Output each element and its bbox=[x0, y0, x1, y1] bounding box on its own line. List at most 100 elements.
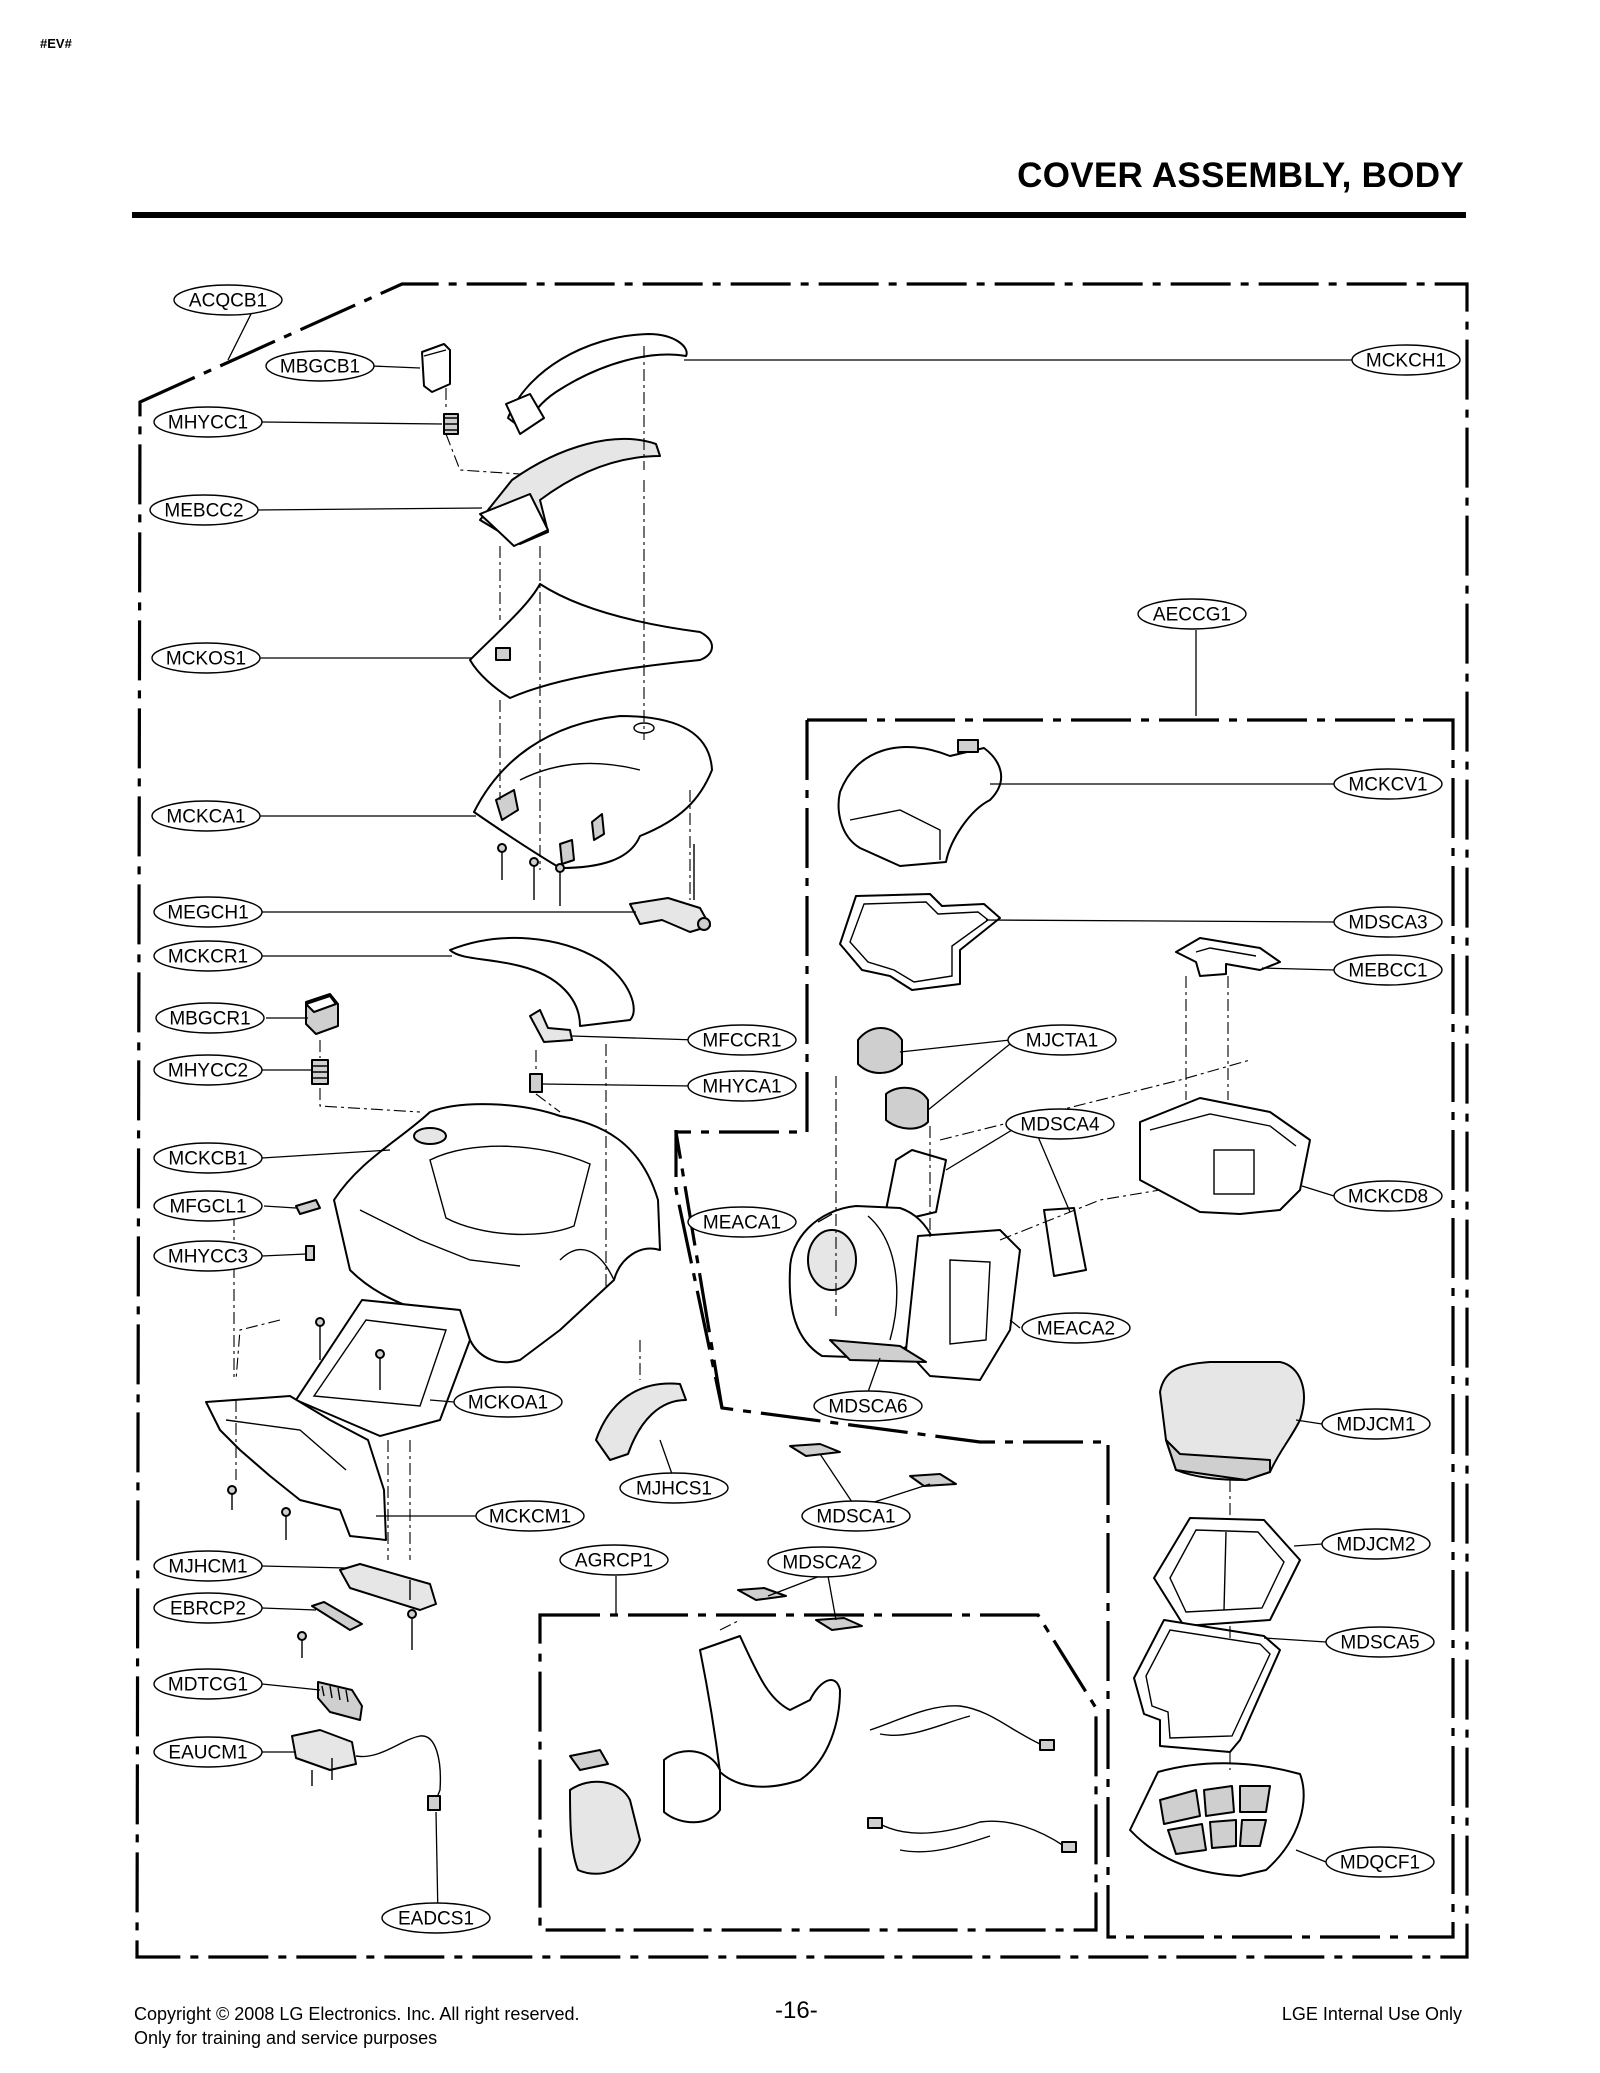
label-aeccg1: AECCG1 bbox=[1153, 605, 1231, 626]
label-mdjcm2: MDJCM2 bbox=[1336, 1535, 1415, 1556]
label-meaca2: MEACA2 bbox=[1037, 1319, 1115, 1340]
leader-lines bbox=[227, 299, 1352, 1919]
callout-mebcc1: MEBCC1 bbox=[1333, 954, 1443, 986]
label-eadcs1: EADCS1 bbox=[398, 1909, 474, 1930]
part-mhycc1 bbox=[443, 413, 459, 435]
label-mdsca1: MDSCA1 bbox=[816, 1507, 895, 1528]
callout-mebcc2: MEBCC2 bbox=[149, 494, 259, 526]
callout-eadcs1: EADCS1 bbox=[381, 1902, 491, 1934]
mdqcf1-grid bbox=[1159, 1785, 1271, 1855]
part-mdsca2 bbox=[737, 1587, 863, 1631]
part-mckcr1 bbox=[449, 937, 635, 1027]
training-note: Only for training and service purposes bbox=[134, 2028, 438, 2048]
label-mfgcl1: MFGCL1 bbox=[169, 1197, 246, 1218]
label-meaca1: MEACA1 bbox=[703, 1213, 781, 1234]
callout-mckch1: MCKCH1 bbox=[1351, 344, 1461, 376]
callout-mdqcf1: MDQCF1 bbox=[1325, 1846, 1435, 1878]
label-ebrcp2: EBRCP2 bbox=[170, 1599, 246, 1620]
label-mfccr1: MFCCR1 bbox=[702, 1031, 781, 1052]
usage-note: LGE Internal Use Only bbox=[1281, 2004, 1462, 2024]
callout-mckoa1: MCKOA1 bbox=[453, 1386, 563, 1418]
label-mckcr1: MCKCR1 bbox=[168, 947, 248, 968]
part-mebcc2 bbox=[479, 437, 661, 547]
part-mfccr1 bbox=[529, 1009, 573, 1043]
callout-mfccr1: MFCCR1 bbox=[687, 1024, 797, 1056]
callout-mhycc3: MHYCC3 bbox=[153, 1240, 263, 1272]
label-mebcc2: MEBCC2 bbox=[164, 501, 243, 522]
callout-mdsca3: MDSCA3 bbox=[1333, 906, 1443, 938]
part-mdsca3 bbox=[839, 893, 1001, 991]
label-mdtcg1: MDTCG1 bbox=[168, 1675, 248, 1696]
part-mjcta1 bbox=[857, 1027, 929, 1130]
part-mdsca4 bbox=[885, 1149, 1087, 1277]
part-agrcp1-wires bbox=[867, 1705, 1077, 1853]
label-mbgcb1: MBGCB1 bbox=[280, 357, 360, 378]
part-mdsca6 bbox=[829, 1339, 927, 1363]
part-meaca1 bbox=[788, 1205, 943, 1359]
part-mbgcb1 bbox=[421, 343, 451, 393]
callout-mckcv1: MCKCV1 bbox=[1333, 768, 1443, 800]
label-mckcd8: MCKCD8 bbox=[1348, 1187, 1428, 1208]
part-mjhcm1 bbox=[339, 1563, 437, 1611]
callout-ebrcp2: EBRCP2 bbox=[153, 1592, 263, 1624]
callout-mjhcm1: MJHCM1 bbox=[153, 1550, 263, 1582]
outer-assembly-boundary bbox=[135, 282, 1469, 1959]
callout-mdjcm2: MDJCM2 bbox=[1321, 1528, 1431, 1560]
label-mebcc1: MEBCC1 bbox=[1348, 961, 1427, 982]
label-mckcb1: MCKCB1 bbox=[168, 1149, 247, 1170]
part-agrcp1-grip bbox=[569, 1635, 841, 1875]
callout-mdsca4: MDSCA4 bbox=[1005, 1108, 1115, 1140]
label-mckoa1: MCKOA1 bbox=[468, 1393, 548, 1414]
part-mckcd8 bbox=[1139, 1097, 1311, 1215]
label-mdqcf1: MDQCF1 bbox=[1340, 1853, 1420, 1874]
callout-acqcb1: ACQCB1 bbox=[173, 284, 283, 316]
part-mfgcl1 bbox=[295, 1199, 321, 1215]
part-mebcc1 bbox=[1175, 937, 1281, 977]
label-mhycc3: MHYCC3 bbox=[168, 1247, 248, 1268]
part-mhycc2 bbox=[311, 1059, 329, 1085]
corner-tag: #EV# bbox=[40, 36, 72, 51]
part-mdqcf1 bbox=[1129, 1762, 1305, 1877]
callout-meaca2: MEACA2 bbox=[1021, 1312, 1131, 1344]
part-mckcm1 bbox=[205, 1395, 387, 1541]
title-rule bbox=[132, 212, 1466, 218]
callout-megch1: MEGCH1 bbox=[153, 896, 263, 928]
callout-mjcta1: MJCTA1 bbox=[1007, 1024, 1117, 1056]
part-mckoa1 bbox=[295, 1299, 471, 1437]
filter-group-boundary-upper bbox=[674, 720, 809, 1409]
part-mhycc3 bbox=[305, 1245, 315, 1261]
label-agrcp1: AGRCP1 bbox=[575, 1551, 653, 1572]
grip-group-boundary bbox=[538, 1613, 1098, 1932]
callout-mckcm1: MCKCM1 bbox=[475, 1500, 585, 1532]
label-mbgcr1: MBGCR1 bbox=[169, 1009, 250, 1030]
page-number: -16- bbox=[775, 1997, 818, 2024]
callout-mdsca1: MDSCA1 bbox=[801, 1500, 911, 1532]
callout-mbgcr1: MBGCR1 bbox=[155, 1002, 265, 1034]
footer-left: Copyright © 2008 LG Electronics. Inc. Al… bbox=[134, 2002, 579, 2050]
callout-agrcp1: AGRCP1 bbox=[559, 1544, 669, 1576]
copyright-text: Copyright © 2008 LG Electronics. Inc. Al… bbox=[134, 2004, 580, 2024]
part-mckch1 bbox=[505, 333, 688, 435]
part-mckcv1 bbox=[837, 739, 1002, 867]
label-mdjcm1: MDJCM1 bbox=[1336, 1415, 1415, 1436]
label-mhyca1: MHYCA1 bbox=[702, 1077, 781, 1098]
part-mckca1 bbox=[473, 715, 713, 869]
label-acqcb1: ACQCB1 bbox=[189, 291, 267, 312]
callout-mfgcl1: MFGCL1 bbox=[153, 1190, 263, 1222]
label-mdsca4: MDSCA4 bbox=[1020, 1115, 1100, 1136]
label-mckch1: MCKCH1 bbox=[1366, 351, 1446, 372]
part-mdjcm2 bbox=[1153, 1517, 1301, 1627]
label-mhycc2: MHYCC2 bbox=[168, 1061, 248, 1082]
callout-mckcd8: MCKCD8 bbox=[1333, 1180, 1443, 1212]
part-mhyca1 bbox=[529, 1073, 543, 1093]
label-mckos1: MCKOS1 bbox=[166, 649, 246, 670]
part-megch1 bbox=[629, 897, 711, 933]
label-mckcv1: MCKCV1 bbox=[1348, 775, 1427, 796]
part-mbgcr1 bbox=[305, 993, 339, 1035]
alignment-lines bbox=[233, 346, 1251, 1770]
label-mhycc1: MHYCC1 bbox=[168, 413, 248, 434]
label-eaucm1: EAUCM1 bbox=[168, 1743, 247, 1764]
label-mdsca3: MDSCA3 bbox=[1348, 913, 1427, 934]
callout-mckcb1: MCKCB1 bbox=[153, 1142, 263, 1174]
